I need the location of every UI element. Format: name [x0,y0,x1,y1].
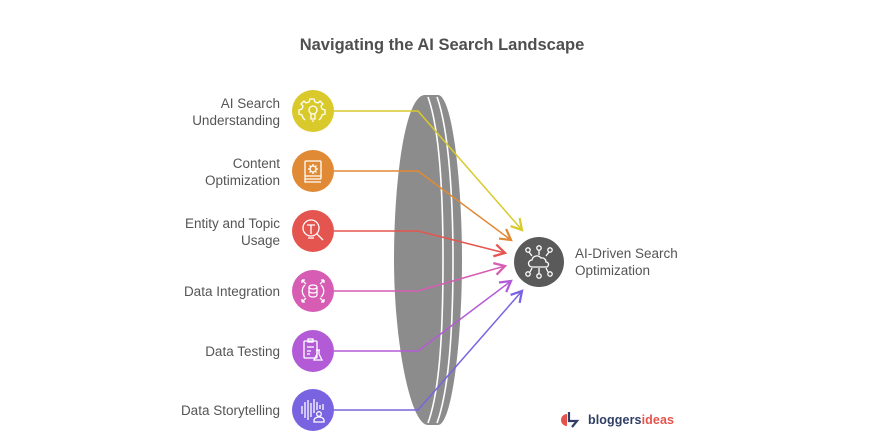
book-gear-icon [304,160,322,183]
label-line: AI-Driven Search [575,246,678,261]
label-line: Optimization [575,263,651,278]
label-line: Usage [240,233,280,248]
target-node-hub[interactable] [514,237,564,287]
source-node-testing[interactable] [292,330,334,372]
label-line: Data Integration [183,284,280,299]
connector-content [334,170,513,242]
connector-ai-search [334,110,524,232]
label-line: Data Testing [205,344,280,359]
source-node-integration[interactable] [292,270,334,312]
source-node-entity[interactable] [292,210,334,252]
target-label: AI-Driven Search Optimization [575,245,735,279]
source-node-storytelling[interactable] [292,389,334,431]
logo-mark-icon [561,412,580,428]
cloud-network-icon [525,245,553,279]
label-line: Understanding [192,113,280,128]
logo-text: bloggersideas [588,413,674,427]
source-label-testing: Data Testing [110,343,280,360]
source-node-content[interactable] [292,150,334,192]
label-line: Data Storytelling [180,403,280,418]
label-line: Entity and Topic [184,216,280,231]
connector-entity [334,230,508,258]
clipboard-flask-icon [303,338,324,361]
source-label-entity: Entity and Topic Usage [110,215,280,249]
source-label-content: Content Optimization [110,155,280,189]
diagram-title: Navigating the AI Search Landscape [299,36,585,54]
logo-text-part2: ideas [641,413,675,427]
connector-testing [334,279,513,352]
brand-logo: bloggersideas [561,411,674,429]
lightbulb-gear-icon [298,98,326,122]
magnify-text-icon [302,219,324,241]
source-node-ai-search[interactable] [292,90,334,132]
label-line: Content [232,156,280,171]
connectors [334,110,524,411]
label-line: AI Search [220,96,280,111]
source-label-integration: Data Integration [110,283,280,300]
source-label-storytelling: Data Storytelling [110,402,280,419]
connector-storytelling [334,289,524,411]
source-label-ai-search: AI Search Understanding [110,95,280,129]
label-line: Optimization [204,173,280,188]
logo-text-part1: bloggers [588,413,642,427]
connector-integration [334,262,508,292]
database-expand-icon [301,279,325,303]
waveform-person-icon [301,399,325,423]
lens-shape [394,95,462,425]
